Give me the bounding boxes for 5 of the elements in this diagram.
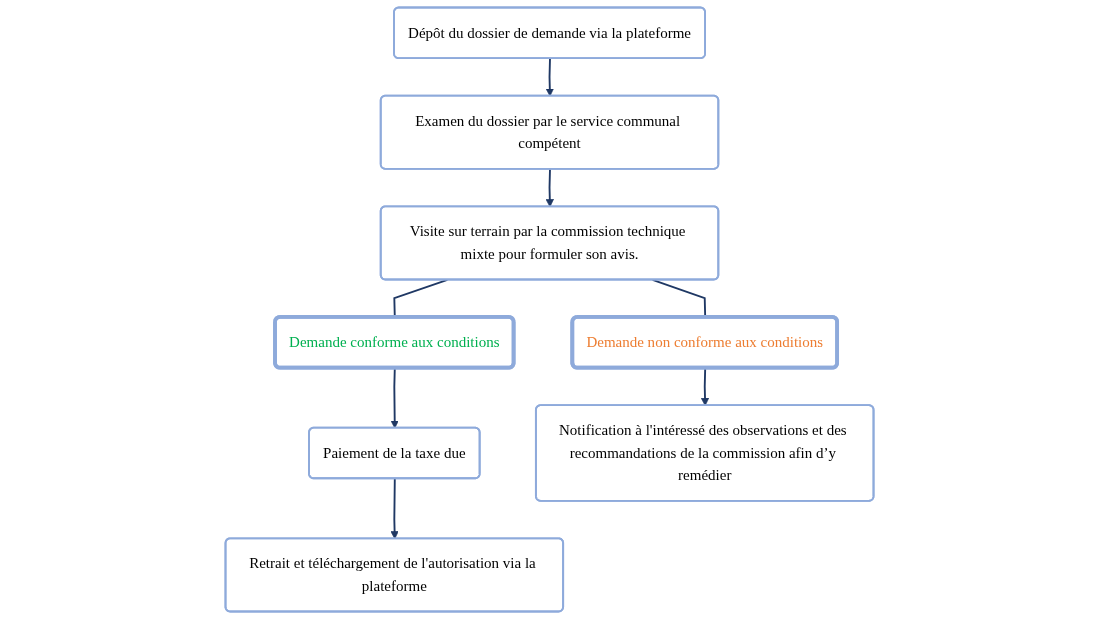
arrow xyxy=(700,367,710,406)
arrow xyxy=(390,367,399,429)
arrow xyxy=(390,477,399,540)
arrow xyxy=(545,57,554,97)
arrow xyxy=(545,168,554,208)
